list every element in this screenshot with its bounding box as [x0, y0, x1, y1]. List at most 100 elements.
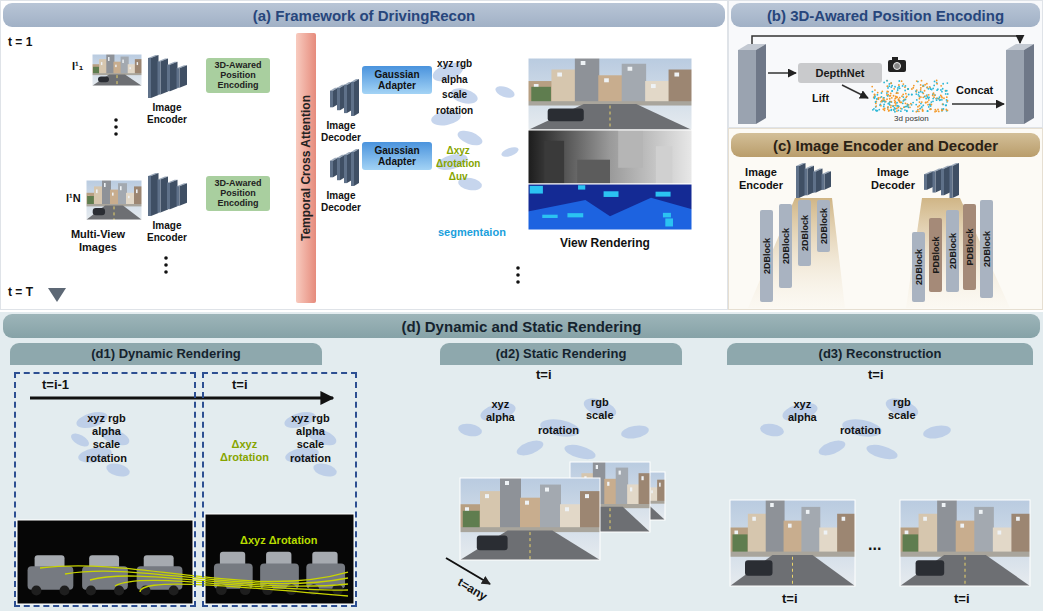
- network-icon: [330, 79, 359, 116]
- street-image: [619, 471, 621, 475]
- position-encoding-illustration: [738, 36, 1034, 124]
- point-cloud: [909, 106, 911, 108]
- gaussian-ellipses: [759, 395, 952, 462]
- time-step-box-text: xyz rgb alpha scale rotation: [86, 412, 127, 465]
- point-cloud: [889, 98, 891, 100]
- layer-slab: [161, 58, 169, 94]
- layer-slab: [933, 171, 936, 192]
- ellipsis-dots: [516, 266, 520, 270]
- text-label: rgb scale: [586, 396, 614, 421]
- text-label: Image Decoder: [864, 166, 922, 191]
- point-cloud: [945, 90, 947, 92]
- point-cloud: [943, 108, 945, 110]
- point-cloud: [908, 106, 910, 108]
- text-label: ...: [868, 536, 881, 554]
- street-image: [965, 557, 966, 586]
- point-cloud: [905, 96, 907, 98]
- feature-cuboid: [756, 44, 766, 124]
- network-box-text: DepthNet: [816, 67, 865, 79]
- layer-slab: [933, 168, 943, 192]
- point-cloud: [917, 106, 919, 108]
- point-cloud: [872, 109, 874, 111]
- point-cloud: [896, 92, 898, 94]
- point-cloud: [924, 84, 926, 86]
- panel: (b) 3D-Awared Position EncodingDepthNet: [728, 0, 1043, 128]
- rendering-illustration: [17, 395, 1031, 604]
- point-cloud: [940, 89, 942, 91]
- street-image: [134, 186, 142, 204]
- gaussian-ellipses: [759, 422, 785, 438]
- gaussian-ellipses: [312, 461, 338, 479]
- adapter-box-text: Gaussian Adapter: [365, 69, 429, 91]
- street-image: [596, 465, 598, 469]
- point-cloud: [904, 109, 906, 111]
- street-image: [960, 524, 964, 528]
- layer-slab: [941, 169, 944, 196]
- layer-slab: [337, 155, 345, 180]
- text-label: segmentaion: [438, 226, 506, 239]
- text-label: Image Decoder: [316, 190, 366, 213]
- ellipsis-dots: [516, 266, 520, 284]
- point-cloud: [920, 84, 922, 86]
- point-cloud: [925, 102, 927, 104]
- point-cloud: [901, 80, 903, 82]
- point-cloud: [922, 85, 924, 87]
- point-cloud: [922, 110, 924, 112]
- point-cloud: [925, 95, 927, 97]
- point-cloud: [932, 95, 934, 97]
- dark-image: [17, 520, 193, 604]
- ellipsis-dots: [516, 280, 520, 284]
- ellipsis-dots: [516, 273, 520, 277]
- point-cloud: [940, 94, 942, 96]
- street-image: [99, 59, 107, 74]
- point-cloud: [936, 83, 938, 85]
- street-image: [752, 517, 756, 521]
- point-cloud: [890, 109, 892, 111]
- text-label: xyz alpha: [788, 398, 817, 423]
- street-image: [460, 530, 600, 560]
- street-image: [106, 54, 114, 74]
- text-label: t=i: [536, 368, 552, 383]
- street-image: [610, 106, 611, 130]
- framework-illustration: [48, 36, 693, 302]
- point-cloud: [934, 81, 936, 83]
- layer-slab: [337, 85, 345, 110]
- point-cloud: [930, 108, 932, 110]
- street-image: [115, 65, 116, 67]
- layer-slab: [148, 58, 151, 98]
- depth-image: [656, 146, 672, 184]
- point-cloud: [894, 105, 896, 107]
- subpanel-tab-text: (d1) Dynamic Rendering: [91, 347, 241, 362]
- layer-slab: [148, 173, 159, 216]
- layer-slab: [344, 155, 347, 183]
- depth-image: [528, 130, 692, 184]
- point-cloud: [890, 93, 892, 95]
- street-image: [86, 180, 142, 220]
- street-image: [905, 531, 909, 535]
- point-cloud: [879, 104, 881, 106]
- point-cloud: [898, 80, 900, 82]
- street-image: [733, 534, 748, 553]
- point-cloud: [877, 94, 879, 96]
- point-cloud: [910, 103, 912, 105]
- point-cloud: [881, 92, 883, 94]
- feature-cuboid: [738, 50, 756, 124]
- layer-slab: [180, 183, 188, 206]
- ellipsis-dots: [164, 270, 168, 274]
- layer-slab: [822, 174, 825, 190]
- point-cloud: [894, 108, 896, 110]
- street-image: [622, 64, 646, 103]
- layer-slab: [170, 180, 178, 209]
- street-image: [500, 478, 521, 529]
- network-icon: [148, 173, 187, 216]
- street-image: [548, 108, 584, 121]
- ellipsis-dots: [114, 125, 118, 129]
- point-cloud: [911, 94, 913, 96]
- gaussian-ellipses: [515, 438, 545, 459]
- framework-illustration: [54, 36, 60, 289]
- point-cloud: [912, 110, 914, 112]
- point-cloud: [945, 109, 947, 111]
- street-image: [110, 190, 119, 205]
